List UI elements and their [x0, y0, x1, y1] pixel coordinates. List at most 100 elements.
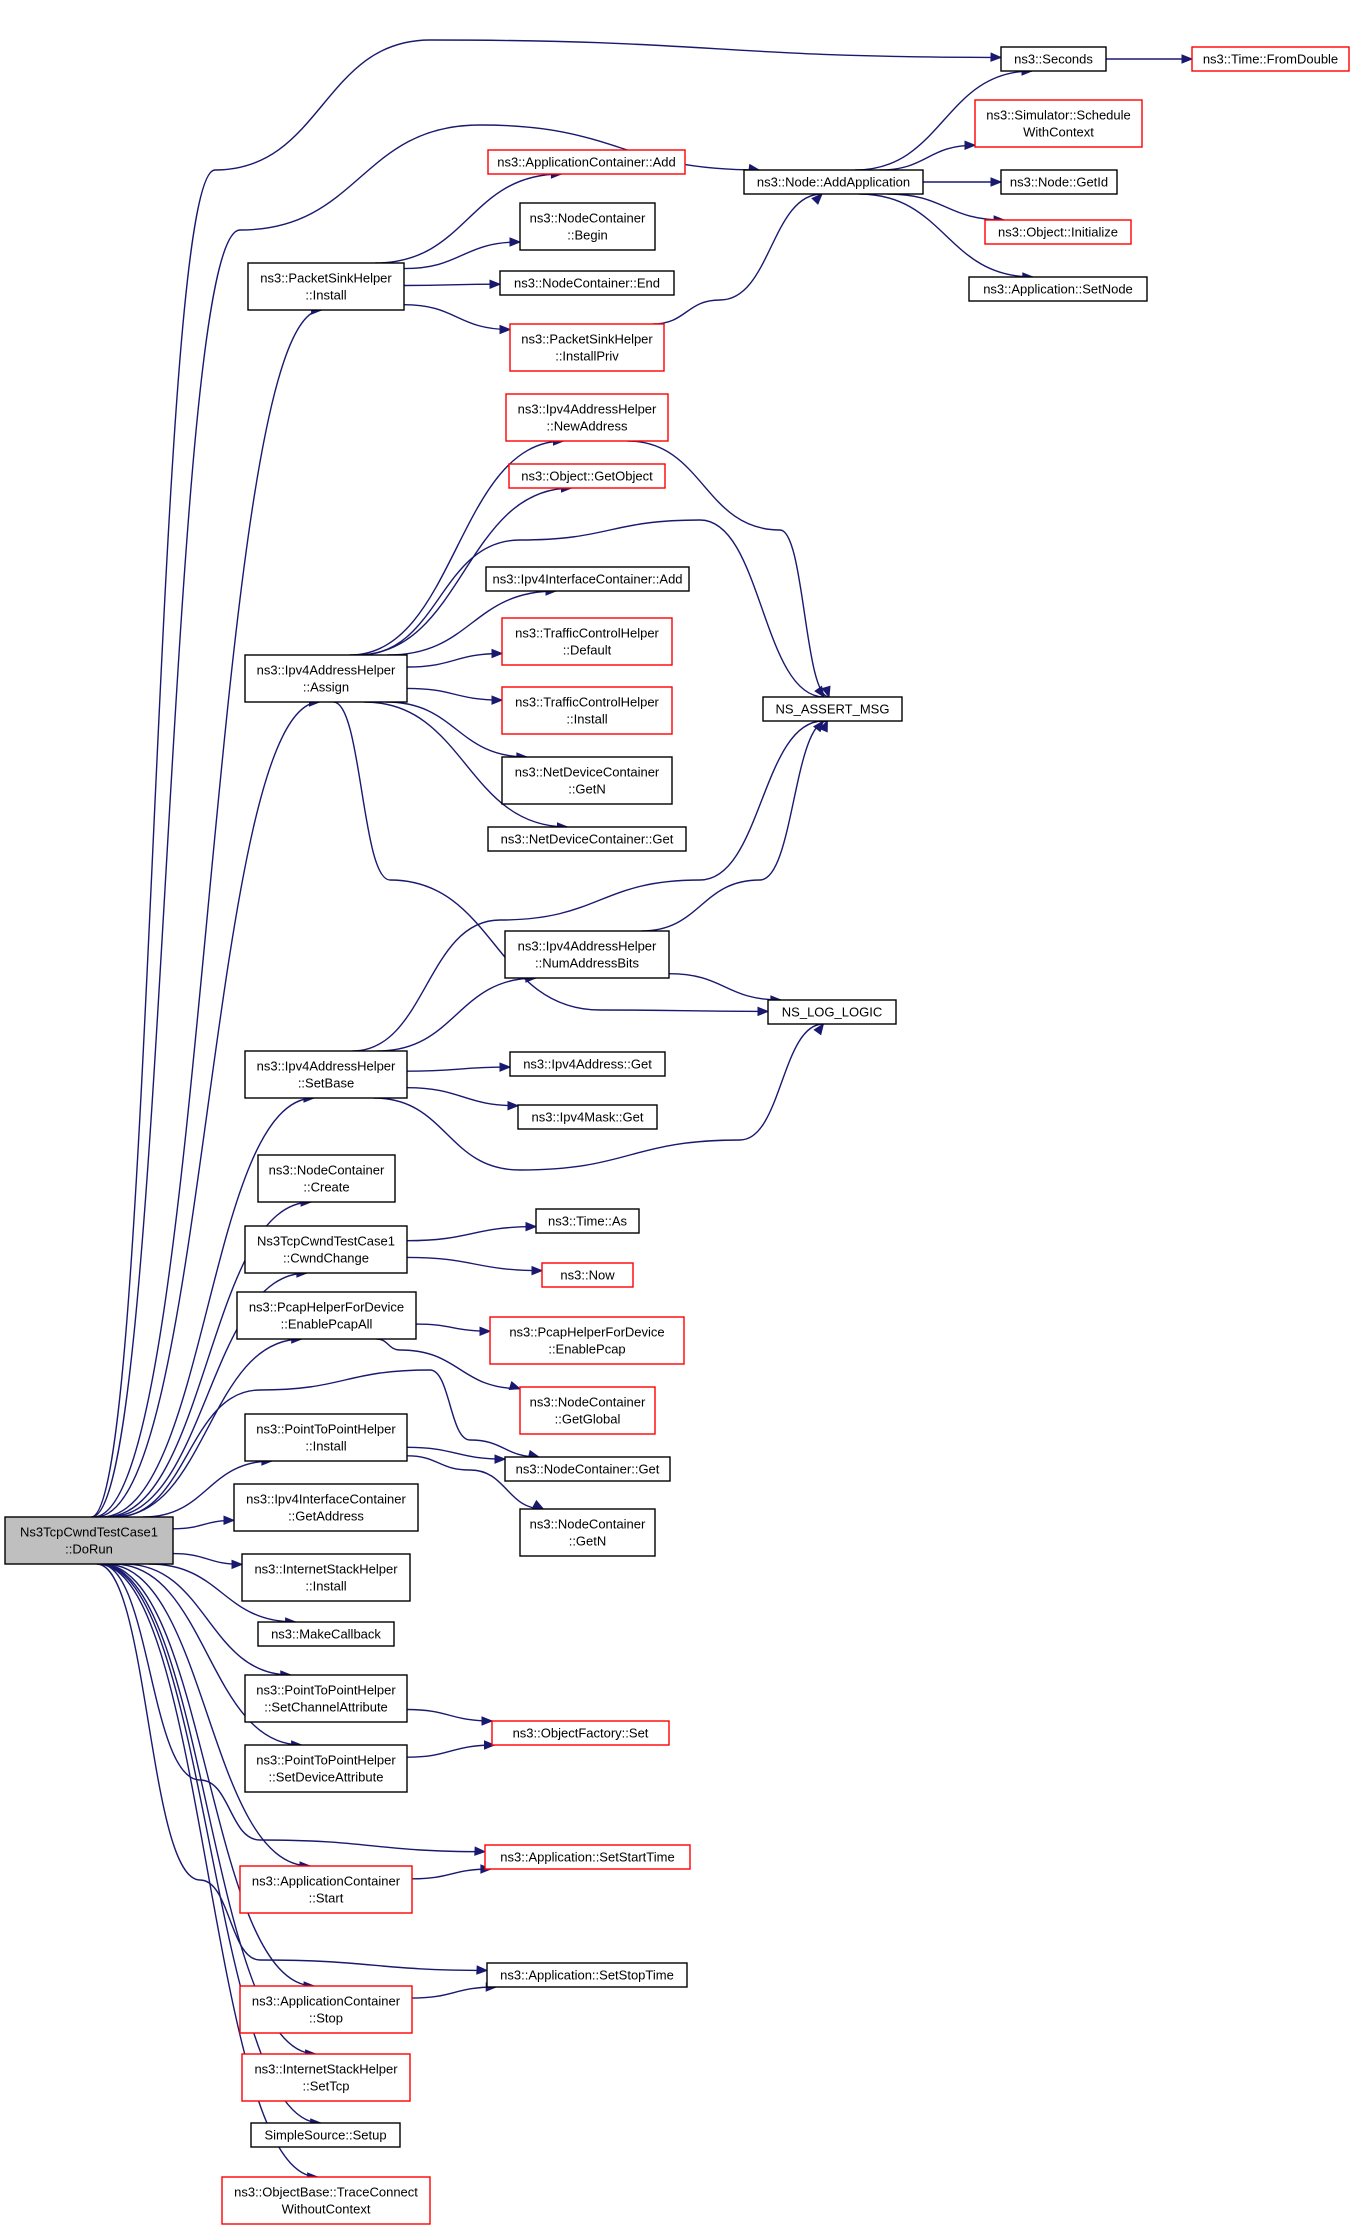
node-label: ns3::ApplicationContainer [252, 1874, 401, 1889]
edge-dorun-to-setchannelattr [124, 1563, 291, 1676]
node-ncgetglobal[interactable]: ns3::NodeContainer::GetGlobal [519, 1386, 656, 1435]
node-box [487, 826, 687, 852]
node-tcinstall[interactable]: ns3::TrafficControlHelper::Install [501, 686, 673, 735]
node-assign[interactable]: ns3::Ipv4AddressHelper::Assign [244, 654, 408, 703]
node-label: ns3::Now [560, 1268, 615, 1283]
edge-numaddrbits-to-assertmsg [641, 720, 828, 932]
node-psinstallpriv[interactable]: ns3::PacketSinkHelper::InstallPriv [509, 323, 665, 372]
node-setstoptime[interactable]: ns3::Application::SetStopTime [486, 1962, 688, 1988]
node-loglogic[interactable]: NS_LOG_LOGIC [767, 999, 897, 1025]
node-ncend[interactable]: ns3::NodeContainer::End [499, 270, 675, 296]
arrowhead-newaddress-to-assertmsg [821, 685, 831, 699]
node-ipv4addrget[interactable]: ns3::Ipv4Address::Get [509, 1051, 666, 1077]
edge-addapp-to-seconds [854, 70, 1033, 171]
node-box [535, 1208, 640, 1234]
node-traceconnect[interactable]: ns3::ObjectBase::TraceConnectWithoutCont… [221, 2176, 431, 2225]
arrowhead-dorun-to-setstoptime [476, 1965, 489, 1975]
node-setchannelattr[interactable]: ns3::PointToPointHelper::SetChannelAttri… [244, 1674, 408, 1723]
node-box [247, 262, 405, 311]
node-ncget[interactable]: ns3::NodeContainer::Get [504, 1456, 671, 1482]
node-label: ns3::TrafficControlHelper [515, 695, 659, 710]
node-label: ns3::PcapHelperForDevice [249, 1300, 404, 1315]
node-box [486, 1962, 688, 1988]
node-label: ::Default [563, 643, 612, 658]
node-ndcget[interactable]: ns3::NetDeviceContainer::Get [487, 826, 687, 852]
node-label: ns3::PointToPointHelper [256, 1753, 396, 1768]
node-fromdouble[interactable]: ns3::Time::FromDouble [1191, 46, 1350, 72]
arrowhead-dorun-to-ishinstall [231, 1559, 244, 1570]
node-box [519, 1508, 656, 1557]
node-box [501, 756, 673, 805]
node-box [499, 270, 675, 296]
node-setnode[interactable]: ns3::Application::SetNode [968, 276, 1148, 302]
node-box [762, 696, 903, 722]
edge-acstop-to-setstoptime [411, 1986, 497, 1999]
arrowhead-addapp-to-getid [990, 177, 1003, 187]
node-box [508, 463, 666, 489]
node-acstart[interactable]: ns3::ApplicationContainer::Start [239, 1865, 413, 1914]
node-label: ns3::Simulator::Schedule [986, 108, 1131, 123]
node-assertmsg[interactable]: NS_ASSERT_MSG [762, 696, 903, 722]
node-box [505, 393, 669, 442]
node-ncgetn[interactable]: ns3::NodeContainer::GetN [519, 1508, 656, 1557]
edge-assign-to-ifcadd [387, 590, 557, 656]
node-box [501, 617, 673, 666]
node-label: Ns3TcpCwndTestCase1 [20, 1525, 158, 1540]
arrowhead-psinstallpriv-to-addapp [811, 193, 823, 205]
node-label: ::SetDeviceAttribute [269, 1770, 384, 1785]
node-seconds[interactable]: ns3::Seconds [1000, 46, 1107, 72]
node-ssetup[interactable]: SimpleSource::Setup [250, 2122, 401, 2148]
edge-dorun-to-addapp [91, 124, 760, 1518]
node-appcontadd[interactable]: ns3::ApplicationContainer::Add [487, 149, 686, 175]
arrowhead-cwndchange-to-timeas [525, 1221, 538, 1232]
node-label: ns3::Seconds [1014, 52, 1093, 67]
node-box [541, 1262, 634, 1288]
node-label: ns3::NodeContainer [530, 211, 646, 226]
node-label: ::Install [305, 288, 346, 303]
edge-dorun-to-nccreate [104, 1201, 312, 1518]
arrowhead-dorun-to-setstarttime [474, 1846, 487, 1856]
node-initialize[interactable]: ns3::Object::Initialize [984, 219, 1132, 245]
edge-p2pinstall-to-ncgetn [406, 1455, 544, 1510]
node-makecallback[interactable]: ns3::MakeCallback [257, 1621, 395, 1647]
node-label: ns3::InternetStackHelper [254, 2062, 398, 2077]
edge-addapp-to-schedule [879, 144, 976, 171]
node-setdeviceattr[interactable]: ns3::PointToPointHelper::SetDeviceAttrib… [244, 1744, 408, 1793]
node-tcdefault[interactable]: ns3::TrafficControlHelper::Default [501, 617, 673, 666]
arrowhead-setbase-to-ipv4maskget [507, 1100, 520, 1111]
node-ofset[interactable]: ns3::ObjectFactory::Set [491, 1720, 670, 1746]
node-nccreate[interactable]: ns3::NodeContainer::Create [257, 1154, 396, 1203]
node-numaddrbits[interactable]: ns3::Ipv4AddressHelper::NumAddressBits [504, 930, 670, 979]
node-ishinstall[interactable]: ns3::InternetStackHelper::Install [241, 1553, 411, 1602]
arrowhead-assign-to-assertmsg [814, 685, 825, 699]
node-addapp[interactable]: ns3::Node::AddApplication [743, 169, 924, 195]
node-cwndchange[interactable]: Ns3TcpCwndTestCase1::CwndChange [244, 1225, 408, 1274]
node-newaddress[interactable]: ns3::Ipv4AddressHelper::NewAddress [505, 393, 669, 442]
node-box [257, 1621, 395, 1647]
node-now[interactable]: ns3::Now [541, 1262, 634, 1288]
node-p2pinstall[interactable]: ns3::PointToPointHelper::Install [244, 1413, 408, 1462]
node-label: ns3::ApplicationContainer::Add [497, 155, 676, 170]
node-setstarttime[interactable]: ns3::Application::SetStartTime [484, 1844, 691, 1870]
node-box [250, 2122, 401, 2148]
node-psinstall[interactable]: ns3::PacketSinkHelper::Install [247, 262, 405, 311]
node-dorun[interactable]: Ns3TcpCwndTestCase1::DoRun [4, 1516, 174, 1565]
node-ifcgetaddress[interactable]: ns3::Ipv4InterfaceContainer::GetAddress [233, 1483, 419, 1532]
node-label: ::DoRun [65, 1542, 113, 1557]
node-getobject[interactable]: ns3::Object::GetObject [508, 463, 666, 489]
node-getid[interactable]: ns3::Node::GetId [1000, 169, 1118, 195]
node-enablepcap[interactable]: ns3::PcapHelperForDevice::EnablePcap [489, 1316, 685, 1365]
node-ncbegin[interactable]: ns3::NodeContainer::Begin [519, 202, 656, 251]
node-acstop[interactable]: ns3::ApplicationContainer::Stop [239, 1985, 413, 2034]
node-settcp[interactable]: ns3::InternetStackHelper::SetTcp [241, 2053, 411, 2102]
node-timeas[interactable]: ns3::Time::As [535, 1208, 640, 1234]
edges-layer [91, 39, 1194, 2182]
node-box [519, 202, 656, 251]
node-ndcgetn[interactable]: ns3::NetDeviceContainer::GetN [501, 756, 673, 805]
node-ifcadd[interactable]: ns3::Ipv4InterfaceContainer::Add [485, 566, 690, 592]
node-box [244, 1050, 408, 1099]
node-ipv4maskget[interactable]: ns3::Ipv4Mask::Get [517, 1104, 658, 1130]
node-enablepcapall[interactable]: ns3::PcapHelperForDevice::EnablePcapAll [236, 1291, 417, 1340]
node-setbase[interactable]: ns3::Ipv4AddressHelper::SetBase [244, 1050, 408, 1099]
